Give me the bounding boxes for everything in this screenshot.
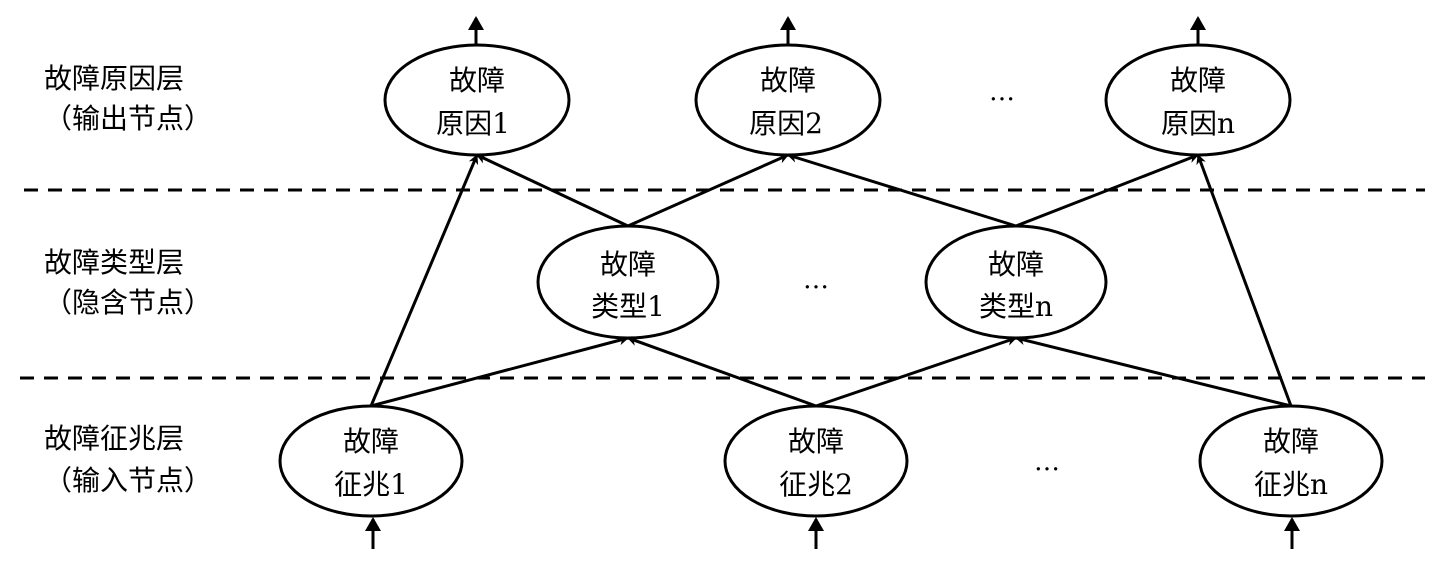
edge-type1-to-cause2 <box>627 153 789 228</box>
node-type1: 故障 类型1 <box>536 224 720 340</box>
nodes-group: 故障 原因1 故障 原因2 故障 原因n 故障 类型1 故障 类型n 故障 征兆… <box>278 43 1384 518</box>
layer-subtitle: （输出节点） <box>44 102 212 135</box>
layer-title: 故障征兆层 <box>44 422 184 455</box>
layer-subtitle: （输入节点） <box>44 464 212 497</box>
node-causen: 故障 原因n <box>1104 43 1292 157</box>
svg-text:故障: 故障 <box>600 248 656 281</box>
svg-text:类型1: 类型1 <box>591 290 665 323</box>
layer-label-symptom: 故障征兆层 （输入节点） <box>44 422 212 497</box>
svg-text:原因1: 原因1 <box>436 107 510 140</box>
svg-text:故障: 故障 <box>343 425 399 458</box>
svg-text:原因n: 原因n <box>1161 107 1235 140</box>
edge-symn-to-causen <box>1196 154 1293 407</box>
svg-text:故障: 故障 <box>449 64 505 97</box>
svg-text:征兆2: 征兆2 <box>779 468 853 501</box>
edge-type1-to-cause1 <box>476 153 629 228</box>
svg-text:故障: 故障 <box>1170 64 1226 97</box>
node-symn: 故障 征兆n <box>1198 404 1384 518</box>
svg-text:故障: 故障 <box>1263 425 1319 458</box>
svg-text:故障: 故障 <box>760 64 816 97</box>
layer-title: 故障原因层 <box>44 62 184 95</box>
svg-text:征兆1: 征兆1 <box>334 468 408 501</box>
ellipsis-type: … <box>803 265 829 295</box>
edge-typen-to-cause2 <box>787 152 1017 228</box>
layer-title: 故障类型层 <box>44 246 184 279</box>
edges-group <box>369 152 1293 408</box>
svg-text:故障: 故障 <box>788 425 844 458</box>
svg-text:原因2: 原因2 <box>749 107 823 140</box>
svg-text:故障: 故障 <box>988 248 1044 281</box>
edge-sym1-to-type1 <box>370 335 629 408</box>
node-cause2: 故障 原因2 <box>694 43 882 157</box>
node-cause1: 故障 原因1 <box>383 43 571 157</box>
node-sym1: 故障 征兆1 <box>278 404 464 518</box>
edge-typen-to-causen <box>1015 153 1199 228</box>
layer-label-type: 故障类型层 （隐含节点） <box>44 246 212 319</box>
ellipsis-symptom: … <box>1034 447 1060 477</box>
edge-symn-to-typen <box>1015 335 1292 408</box>
io-arrows <box>365 16 1300 549</box>
node-sym2: 故障 征兆2 <box>723 404 909 518</box>
edge-sym1-to-cause1 <box>369 154 479 407</box>
node-typen: 故障 类型n <box>924 224 1108 340</box>
edge-sym2-to-typen <box>815 336 1017 408</box>
edge-sym2-to-type1 <box>627 336 817 408</box>
layer-subtitle: （隐含节点） <box>44 286 212 319</box>
layer-label-cause: 故障原因层 （输出节点） <box>44 62 212 135</box>
ellipsis-cause: … <box>989 77 1015 107</box>
svg-text:类型n: 类型n <box>979 290 1053 323</box>
svg-text:征兆n: 征兆n <box>1254 468 1328 501</box>
